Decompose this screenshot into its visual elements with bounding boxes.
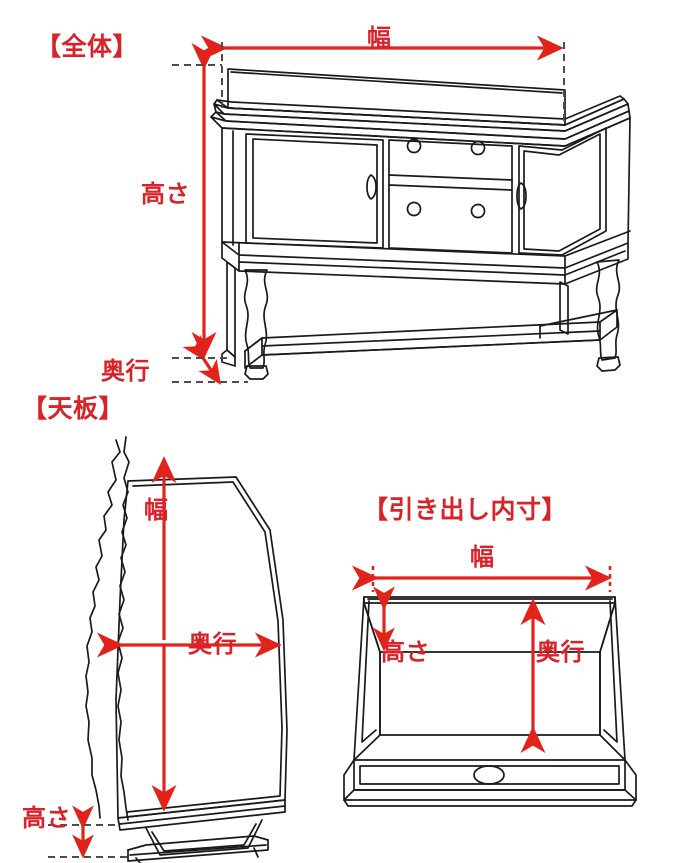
left-door-handle bbox=[366, 174, 377, 200]
cabinet-left-door bbox=[245, 133, 384, 249]
drawer-box bbox=[343, 596, 637, 807]
cabinet-leg-back-left bbox=[221, 261, 236, 367]
cabinet-stretcher bbox=[244, 309, 618, 369]
tabletop-plan bbox=[85, 436, 288, 863]
overall-depth-label: 奥行 bbox=[101, 357, 150, 385]
section-title-drawer: 【引き出し内寸】 bbox=[363, 495, 568, 524]
tabletop-depth-label: 奥行 bbox=[188, 630, 237, 658]
tabletop-width-label: 幅 bbox=[144, 496, 169, 524]
section-title-overall: 【全体】 bbox=[36, 32, 139, 61]
drawer-depth-label: 奥行 bbox=[536, 638, 585, 666]
drawer-width-label: 幅 bbox=[470, 543, 495, 571]
cabinet-leg-back-right bbox=[559, 281, 569, 335]
cabinet-leg-front-right bbox=[595, 259, 621, 372]
drawer-height-label: 高さ bbox=[381, 638, 430, 666]
overall-height-label: 高さ bbox=[141, 180, 190, 208]
drawer-knob bbox=[470, 140, 486, 156]
drawer-front-knob bbox=[473, 765, 505, 785]
cabinet-right-door bbox=[516, 127, 607, 256]
overall-depth-arrow bbox=[182, 334, 221, 385]
overall-width-label: 幅 bbox=[367, 24, 392, 52]
cabinet-apron bbox=[221, 241, 629, 285]
cabinet-leg-front-left bbox=[243, 269, 269, 380]
drawer-knob bbox=[470, 203, 486, 219]
section-title-tabletop: 【天板】 bbox=[22, 394, 125, 423]
drawer-knob bbox=[406, 201, 422, 217]
tabletop-height-label: 高さ bbox=[22, 804, 71, 832]
drawer-knob bbox=[406, 138, 422, 154]
right-door-handle bbox=[516, 182, 527, 210]
cabinet-drawers bbox=[388, 138, 513, 254]
